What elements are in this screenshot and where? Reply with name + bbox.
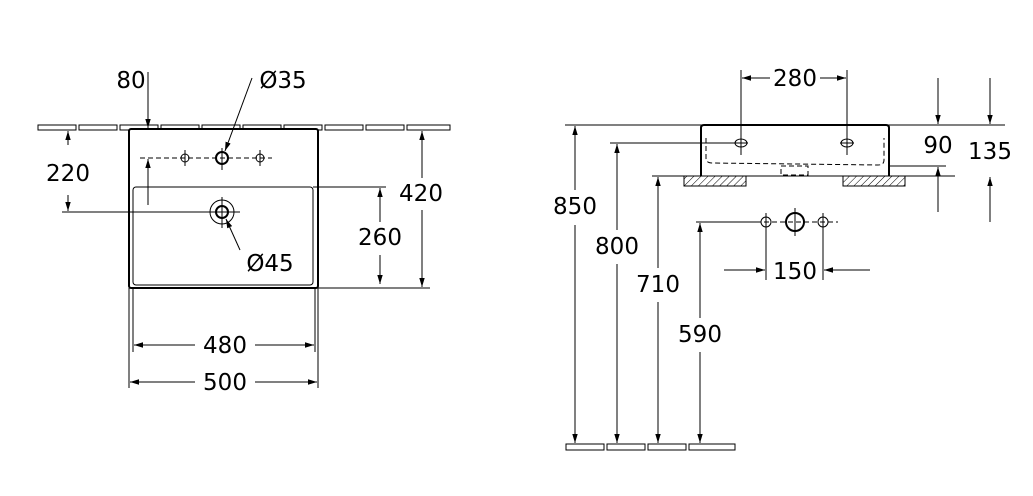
basin-outline bbox=[128, 128, 319, 289]
dim-fixing-height: 800 bbox=[595, 234, 639, 260]
dim-bowl-width: 480 bbox=[203, 333, 247, 359]
dim-drain-diameter: Ø45 bbox=[246, 251, 293, 277]
wall-bracket-left bbox=[683, 175, 747, 187]
supply-connections bbox=[756, 208, 838, 280]
basin-profile bbox=[700, 124, 890, 176]
wall-bracket-right bbox=[842, 175, 906, 187]
dim-supply-spacing: 150 bbox=[773, 259, 817, 285]
front-view: 80 Ø35 220 420 260 Ø45 480 500 bbox=[37, 68, 451, 396]
drain-hole bbox=[62, 197, 240, 228]
dim-bowl-depth: 260 bbox=[358, 225, 402, 251]
dim-fixing-spacing: 280 bbox=[773, 66, 817, 92]
bowl-outline bbox=[132, 186, 314, 286]
dim-tap-hole-diameter: Ø35 bbox=[259, 68, 306, 94]
tap-holes bbox=[140, 148, 272, 170]
dim-supply-height: 590 bbox=[678, 322, 722, 348]
side-view: 280 90 135 850 800 710 590 bbox=[553, 66, 1012, 451]
dim-drain-height: 220 bbox=[46, 161, 90, 187]
dim-underside-height: 710 bbox=[636, 272, 680, 298]
dim-rim-height: 850 bbox=[553, 194, 597, 220]
dim-total-height: 135 bbox=[968, 139, 1012, 165]
dim-tap-offset: 80 bbox=[116, 68, 145, 94]
bowl-profile-hidden bbox=[705, 138, 885, 166]
dim-total-depth: 420 bbox=[399, 181, 443, 207]
dim-total-width: 500 bbox=[203, 370, 247, 396]
floor-tiles bbox=[565, 443, 736, 451]
dim-bowl-height: 90 bbox=[923, 133, 952, 159]
